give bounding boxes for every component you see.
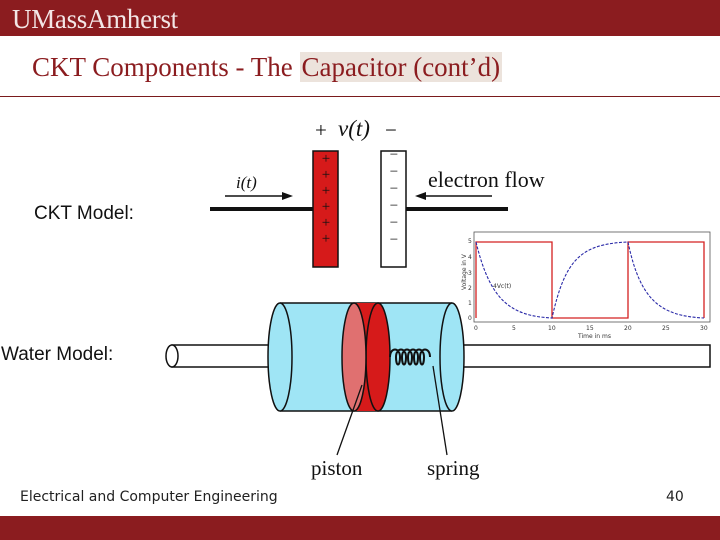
x-axis-label: Time in ms [577, 333, 611, 340]
spring-pointer [432, 365, 448, 456]
minus-sign: − [389, 181, 399, 197]
y-tick: 2 [468, 285, 472, 292]
footer-bar [0, 516, 720, 540]
y-tick: 4 [468, 254, 472, 261]
x-tick: 15 [586, 325, 594, 332]
minus-sign: − [389, 215, 399, 231]
plus-sign: + [321, 199, 331, 215]
electron-flow-arrowhead [415, 192, 426, 200]
plate-plus-signs: + + + + + + [317, 151, 335, 247]
square-wave-series [475, 241, 705, 319]
plus-sign: + [321, 215, 331, 231]
plate-minus-signs: − − − − − − [385, 147, 403, 249]
right-rod [449, 344, 711, 368]
current-arrowhead [282, 192, 293, 200]
piston-back [365, 302, 391, 412]
piston-face [341, 302, 367, 412]
spring [389, 348, 431, 366]
inset-plot-frame [473, 231, 711, 323]
electron-flow-label: electron flow [428, 167, 545, 192]
plus-sign: + [321, 183, 331, 199]
header-bar: UMassAmherst [0, 0, 720, 36]
x-tick: 5 [512, 325, 516, 332]
plus-sign: + [321, 231, 331, 247]
x-tick: 20 [624, 325, 632, 332]
slide-title-prefix: CKT Components - The [32, 52, 300, 82]
voltage-minus-sign: − [385, 118, 397, 142]
left-rod-end [165, 344, 179, 368]
positive-plate [312, 150, 339, 268]
cylinder-left-end [267, 302, 293, 412]
x-tick: 30 [700, 325, 708, 332]
title-divider [0, 96, 720, 97]
plus-sign: + [321, 167, 331, 183]
minus-sign: − [389, 232, 399, 248]
capacitor-voltage-series [475, 241, 705, 319]
current-label: i(t) [236, 173, 257, 192]
slide-title-highlight: Capacitor (cont’d) [299, 52, 503, 82]
piston-label: piston [311, 456, 363, 480]
plot-annotation: 4Vc(t) [493, 283, 511, 290]
voltage-plus-sign: + [315, 118, 327, 142]
inset-plot: 0 1 2 3 4 5 0 5 10 15 20 25 30 Time in m… [461, 231, 711, 340]
footer-department: Electrical and Computer Engineering [20, 489, 278, 505]
y-axis-label: Voltage in V [461, 253, 468, 290]
x-tick: 25 [662, 325, 670, 332]
voltage-label: v(t) [338, 116, 370, 141]
x-tick: 10 [548, 325, 556, 332]
y-tick: 0 [468, 315, 472, 322]
cylinder-right-end [439, 302, 465, 412]
minus-sign: − [389, 147, 399, 163]
water-model-drawing [165, 302, 711, 456]
piston-pointer [336, 384, 363, 456]
y-tick: 5 [468, 238, 472, 245]
x-tick: 0 [474, 325, 478, 332]
umass-amherst-logo: UMassAmherst [12, 4, 178, 34]
plus-sign: + [321, 151, 331, 167]
minus-sign: − [389, 164, 399, 180]
spring-label: spring [427, 456, 480, 480]
y-tick: 3 [468, 270, 472, 277]
y-tick: 1 [468, 300, 472, 307]
minus-sign: − [389, 198, 399, 214]
page-number: 40 [666, 489, 684, 505]
water-model-label: Water Model: [1, 344, 114, 365]
ckt-model-label: CKT Model: [34, 203, 134, 224]
slide-title: CKT Components - The Capacitor (cont’d) [32, 52, 503, 83]
